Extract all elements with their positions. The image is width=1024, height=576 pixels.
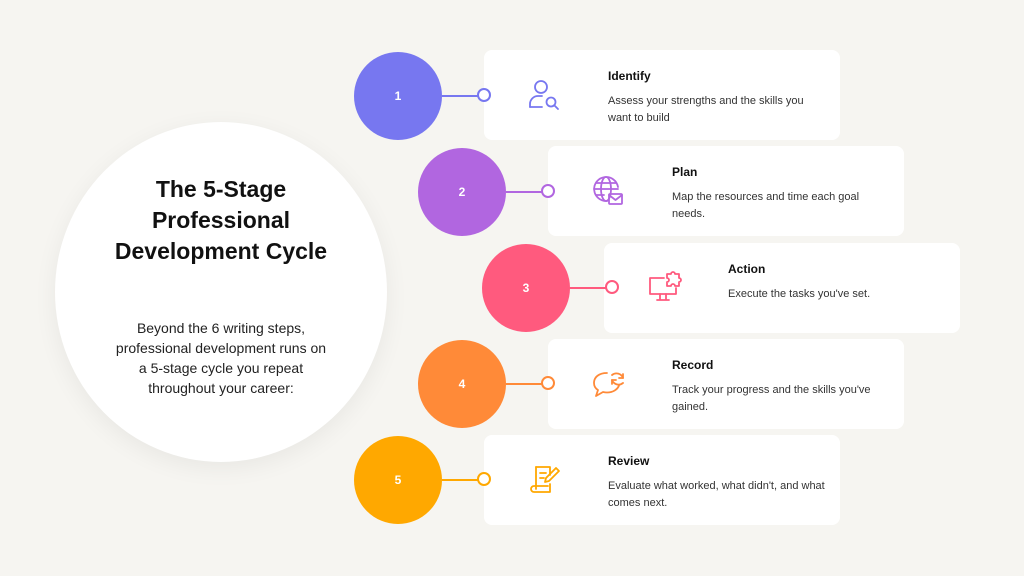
stage-description: Execute the tasks you've set. xyxy=(728,288,871,300)
stage-connector xyxy=(562,287,606,289)
stage-number-3: 3 xyxy=(482,244,570,332)
stage-description: Evaluate what worked, what didn't, and w… xyxy=(608,480,825,509)
stage-title: Plan xyxy=(672,165,698,179)
page-title: The 5-Stage Professional Development Cyc… xyxy=(114,176,328,264)
stage-card-review: Review Evaluate what worked, what didn't… xyxy=(484,435,840,525)
intro-description: Beyond the 6 writing steps, professional… xyxy=(115,320,327,396)
stage-connector xyxy=(506,383,542,385)
stage-number-1: 1 xyxy=(354,52,442,140)
stage-node xyxy=(477,88,491,102)
stage-node xyxy=(605,280,619,294)
user-search-icon xyxy=(529,80,559,110)
stage-card-plan: Plan Map the resources and time each goa… xyxy=(548,146,904,236)
stage-description: Map the resources and time each goal nee… xyxy=(672,191,860,220)
stage-node xyxy=(477,472,491,486)
stage-number-4: 4 xyxy=(418,340,506,428)
scroll-pen-icon xyxy=(530,466,560,493)
stage-node xyxy=(541,184,555,198)
stage-connector xyxy=(442,479,478,481)
stage-card-identify: Identify Assess your strengths and the s… xyxy=(484,50,840,140)
stage-connector xyxy=(442,95,478,97)
stage-connector xyxy=(506,191,542,193)
stage-description: Track your progress and the skills you'v… xyxy=(672,384,871,413)
stage-title: Record xyxy=(672,358,714,372)
stage-node xyxy=(541,376,555,390)
globe-mail-icon xyxy=(593,176,623,205)
stage-card-action: Action Execute the tasks you've set. xyxy=(604,243,960,333)
chat-refresh-icon xyxy=(593,372,624,397)
stage-description: Assess your strengths and the skills you… xyxy=(608,95,804,124)
stage-number-5: 5 xyxy=(354,436,442,524)
stage-title: Action xyxy=(728,262,766,276)
stage-title: Identify xyxy=(608,69,651,83)
stage-number-2: 2 xyxy=(418,148,506,236)
stage-card-record: Record Track your progress and the skill… xyxy=(548,339,904,429)
monitor-puzzle-icon xyxy=(649,271,682,301)
intro-circle: The 5-Stage Professional Development Cyc… xyxy=(55,122,387,462)
stage-title: Review xyxy=(608,454,650,468)
